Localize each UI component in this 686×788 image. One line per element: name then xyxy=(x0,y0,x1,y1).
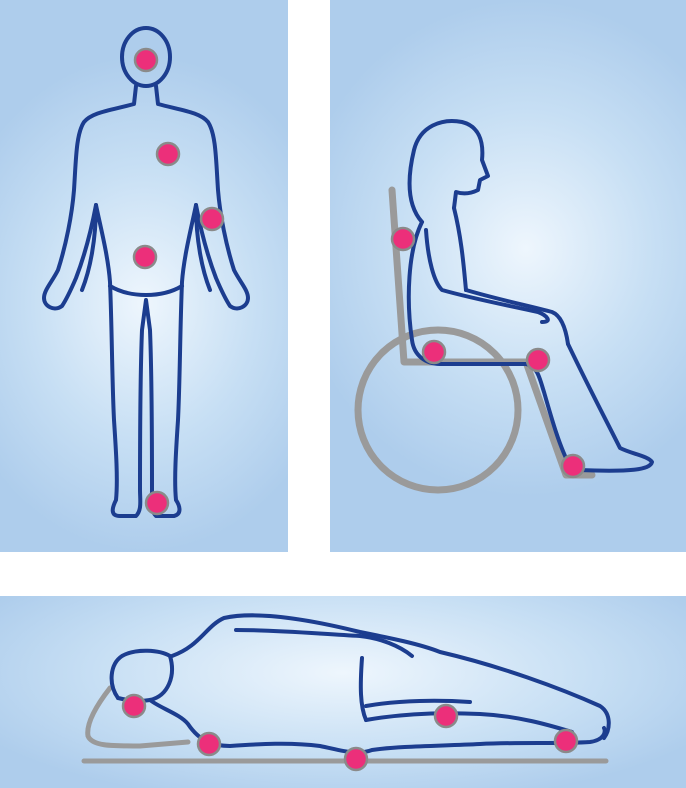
pressure-point-shoulder xyxy=(196,731,222,757)
sitting-body-outline xyxy=(406,119,654,473)
pressure-point-sacrum xyxy=(132,244,158,270)
sitting-figure-panel xyxy=(330,0,686,552)
lying-figure-drawing xyxy=(81,613,611,772)
standing-body-outline xyxy=(42,26,250,518)
standing-figure-drawing xyxy=(42,26,250,518)
lying-body-outline xyxy=(109,613,611,755)
pressure-point-hip xyxy=(343,746,369,772)
sitting-pressure-points xyxy=(390,226,586,479)
standing-pressure-points xyxy=(132,47,225,516)
lying-figure-panel xyxy=(0,596,686,788)
lying-pressure-points xyxy=(121,693,579,772)
pressure-point-head xyxy=(133,47,159,73)
pressure-point-thigh xyxy=(525,347,551,373)
pressure-point-shoulder-blade xyxy=(155,141,181,167)
pressure-point-ear xyxy=(121,693,147,719)
pressure-point-heel xyxy=(144,490,170,516)
standing-figure-panel xyxy=(0,0,288,552)
pressure-point-elbow xyxy=(199,206,225,232)
pressure-point-ankle xyxy=(553,728,579,754)
pressure-point-heel xyxy=(560,453,586,479)
pressure-point-back xyxy=(390,226,416,252)
pressure-point-buttocks xyxy=(421,339,447,365)
pressure-point-knee xyxy=(433,703,459,729)
sitting-figure-drawing xyxy=(354,119,654,494)
